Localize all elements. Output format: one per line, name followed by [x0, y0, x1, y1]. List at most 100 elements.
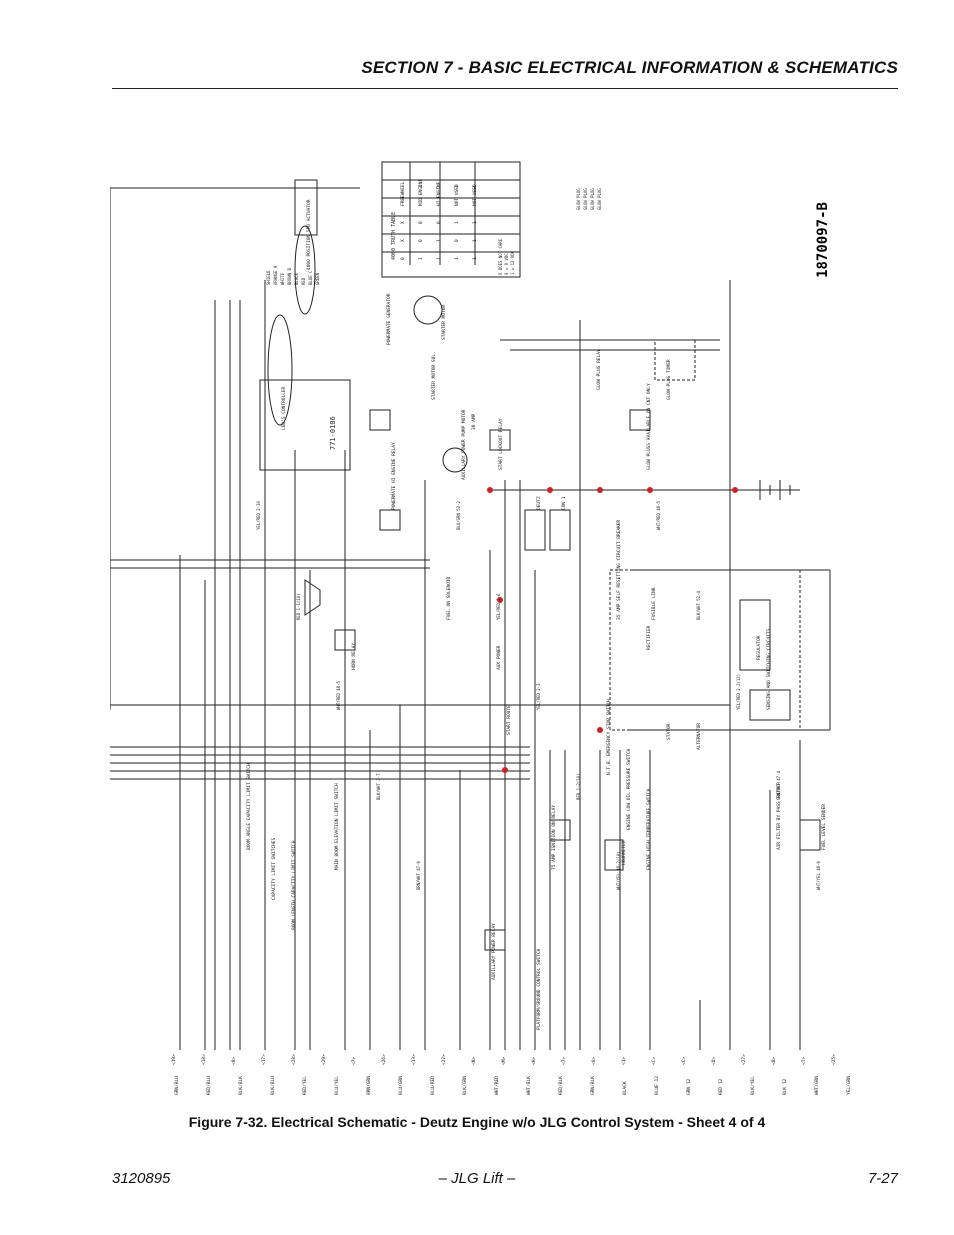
- pin-label: <22>: [441, 1054, 447, 1065]
- truth-table-cell: 1: [472, 221, 478, 224]
- connector-label: RED/BLK: [558, 1076, 564, 1095]
- wire-label: GRN/WHT 47-4: [776, 771, 781, 800]
- connector-label: BLACK: [622, 1081, 628, 1095]
- pin-label: <M>: [501, 1057, 507, 1065]
- svg-text:1870097-B: 1870097-B: [815, 202, 831, 278]
- connector-label: BLK/GRN: [462, 1076, 468, 1095]
- header-rule: [112, 88, 898, 89]
- pin-label: <H>: [531, 1057, 537, 1065]
- truth-table-note: X DOES NOT CARE: [498, 238, 503, 275]
- wire-label: WHT/YEL 48-2(10): [616, 851, 621, 890]
- actuator-pin-label: WHITE: [280, 272, 285, 285]
- connector-label: BLK 12: [782, 1078, 788, 1095]
- component-label: AUXILLARY POWER RELAY: [491, 923, 497, 980]
- wire-label: RED 1-2(10): [576, 774, 581, 801]
- connector-label: YEL/GRN: [846, 1076, 852, 1095]
- truth-table-cell: FREEWHEEL: [400, 181, 406, 206]
- pin-label: <T>: [801, 1057, 807, 1065]
- component-label: REGULATOR: [756, 635, 762, 660]
- component-label: HOURMETER: [621, 840, 627, 865]
- truth-table-cell: X: [400, 239, 406, 242]
- connector-label: BLUE 12: [654, 1076, 660, 1095]
- wire-label: BRN/WHT 47-6: [416, 861, 421, 890]
- actuator-pin-label: BLACK: [294, 272, 299, 285]
- truth-table-note: 0 = 0 VDC: [504, 253, 509, 275]
- pin-label: <7>: [561, 1057, 567, 1065]
- pin-label: <19>: [171, 1054, 177, 1065]
- wire-label: WHT/RED 48-5: [656, 501, 661, 530]
- component-label: N.T.B. EMERGENCY STOP SWITCH: [606, 699, 612, 775]
- truth-table-cell: NOT USED: [454, 184, 460, 206]
- component-label: START ROUTE: [506, 705, 512, 735]
- component-label: POWERMATE HI ENGINE RELAY: [391, 442, 397, 510]
- pin-label: <13>: [411, 1054, 417, 1065]
- truth-table-cell: 1: [472, 257, 478, 260]
- component-label: MAIN BOOM ELEVATION LIMIT SWITCH: [334, 783, 340, 870]
- connector-label: BLK/YEL: [750, 1076, 756, 1095]
- truth-table-cell: 1: [418, 185, 424, 188]
- wire-label: BLU/GRN 52-2: [456, 501, 461, 530]
- component-label: AIR FILTER BY PASS SWITCH: [776, 782, 782, 850]
- connector-label: RED 12: [718, 1078, 724, 1095]
- truth-table-cell: 0: [418, 239, 424, 242]
- wire-label: YEL/RED 2-30: [256, 501, 261, 530]
- connector-label: BLU/RED: [430, 1076, 436, 1095]
- connector-label: GRN/BLU: [174, 1076, 180, 1095]
- wire-label: YEL/RED 2-2(12): [736, 674, 741, 710]
- connector-label: WHT/RED: [494, 1076, 500, 1095]
- truth-table-cell: 0: [454, 239, 460, 242]
- truth-table-cell: 3: [454, 185, 460, 188]
- connector-label: BRN/GRN: [366, 1076, 372, 1095]
- wire-label: BLK/WHT 52-4: [696, 591, 701, 620]
- connector-label: GRN 12: [686, 1078, 692, 1095]
- pin-label: <N>: [471, 1057, 477, 1065]
- connector-label: WHT/BLK: [526, 1076, 532, 1095]
- pin-label: <18>: [201, 1054, 207, 1065]
- truth-table-cell: 0: [418, 221, 424, 224]
- component-label: SENSING AND SWITCHING CIRCUITS: [766, 628, 772, 710]
- connector-label: BLK/BLK: [238, 1076, 244, 1095]
- section-title: SECTION 7 - BASIC ELECTRICAL INFORMATION…: [361, 58, 898, 77]
- component-label: RECTIFIER: [646, 625, 652, 650]
- component-label: FUEL LEVEL SENDER: [821, 804, 827, 850]
- footer-publisher: – JLG Lift –: [438, 1170, 516, 1187]
- truth-table-frame: [381, 161, 521, 278]
- component-label: STATOR: [666, 723, 672, 740]
- component-label: AUXILLARY POWER PUMP MOTOR: [461, 409, 467, 480]
- pin-label: <28>: [291, 1054, 297, 1065]
- actuator-pin-label: SHIELD: [266, 270, 271, 285]
- truth-table-cell: 1: [436, 239, 442, 242]
- pin-label: <7>: [351, 1057, 357, 1065]
- truth-table-cell: 1: [472, 239, 478, 242]
- pin-label: <29>: [321, 1054, 327, 1065]
- wire-label: WHT/RED 48-5: [336, 681, 341, 710]
- component-label: 35 AMP SELF RESETTING CIRCUIT BREAKER: [616, 519, 622, 620]
- connector-label: BLK/BLU: [270, 1076, 276, 1095]
- component-label: CAPACITY LIMIT SWITCHES: [271, 837, 277, 900]
- component-label: FUSIBLE LINK: [651, 587, 657, 620]
- pin-label: <8>: [231, 1057, 237, 1065]
- truth-table-cell: 1: [454, 221, 460, 224]
- pin-label: <17>: [261, 1054, 267, 1065]
- pin-label: <B>: [771, 1057, 777, 1065]
- component-label: 4000 POSITION SPD ACTUATOR: [306, 199, 312, 270]
- pin-label: <D>: [711, 1057, 717, 1065]
- pin-label: <27>: [741, 1054, 747, 1065]
- glow-plug-label: GLOW PLUG: [597, 188, 602, 210]
- wire-label: YEL/RED 2-6: [496, 593, 501, 620]
- pin-label: <25>: [831, 1054, 837, 1065]
- wire-label: BLK/WHT 3-7: [376, 773, 381, 800]
- connector-label: WHT/GRN: [814, 1076, 820, 1095]
- component-label: GLOW PLUG RELAY: [596, 349, 602, 390]
- schematic-labels: 4000 TRUTH TABLEPIN 1PIN 2PIN 4FUNCTIONT…: [171, 179, 852, 1095]
- truth-table-cell: 4: [472, 185, 478, 188]
- component-label: AUX POWER: [496, 645, 502, 670]
- truth-table-cell: X: [400, 221, 406, 224]
- actuator-pin-label: ORANGE A: [273, 265, 278, 285]
- component-label: 30 AMP: [471, 413, 477, 430]
- actuator-pin-label: BLUE C: [308, 270, 313, 285]
- doc-number: 3120895: [112, 1170, 171, 1187]
- truth-table-cell: 2: [436, 185, 442, 188]
- pin-label: <C>: [651, 1057, 657, 1065]
- connector-label: RED/BLU: [206, 1076, 212, 1095]
